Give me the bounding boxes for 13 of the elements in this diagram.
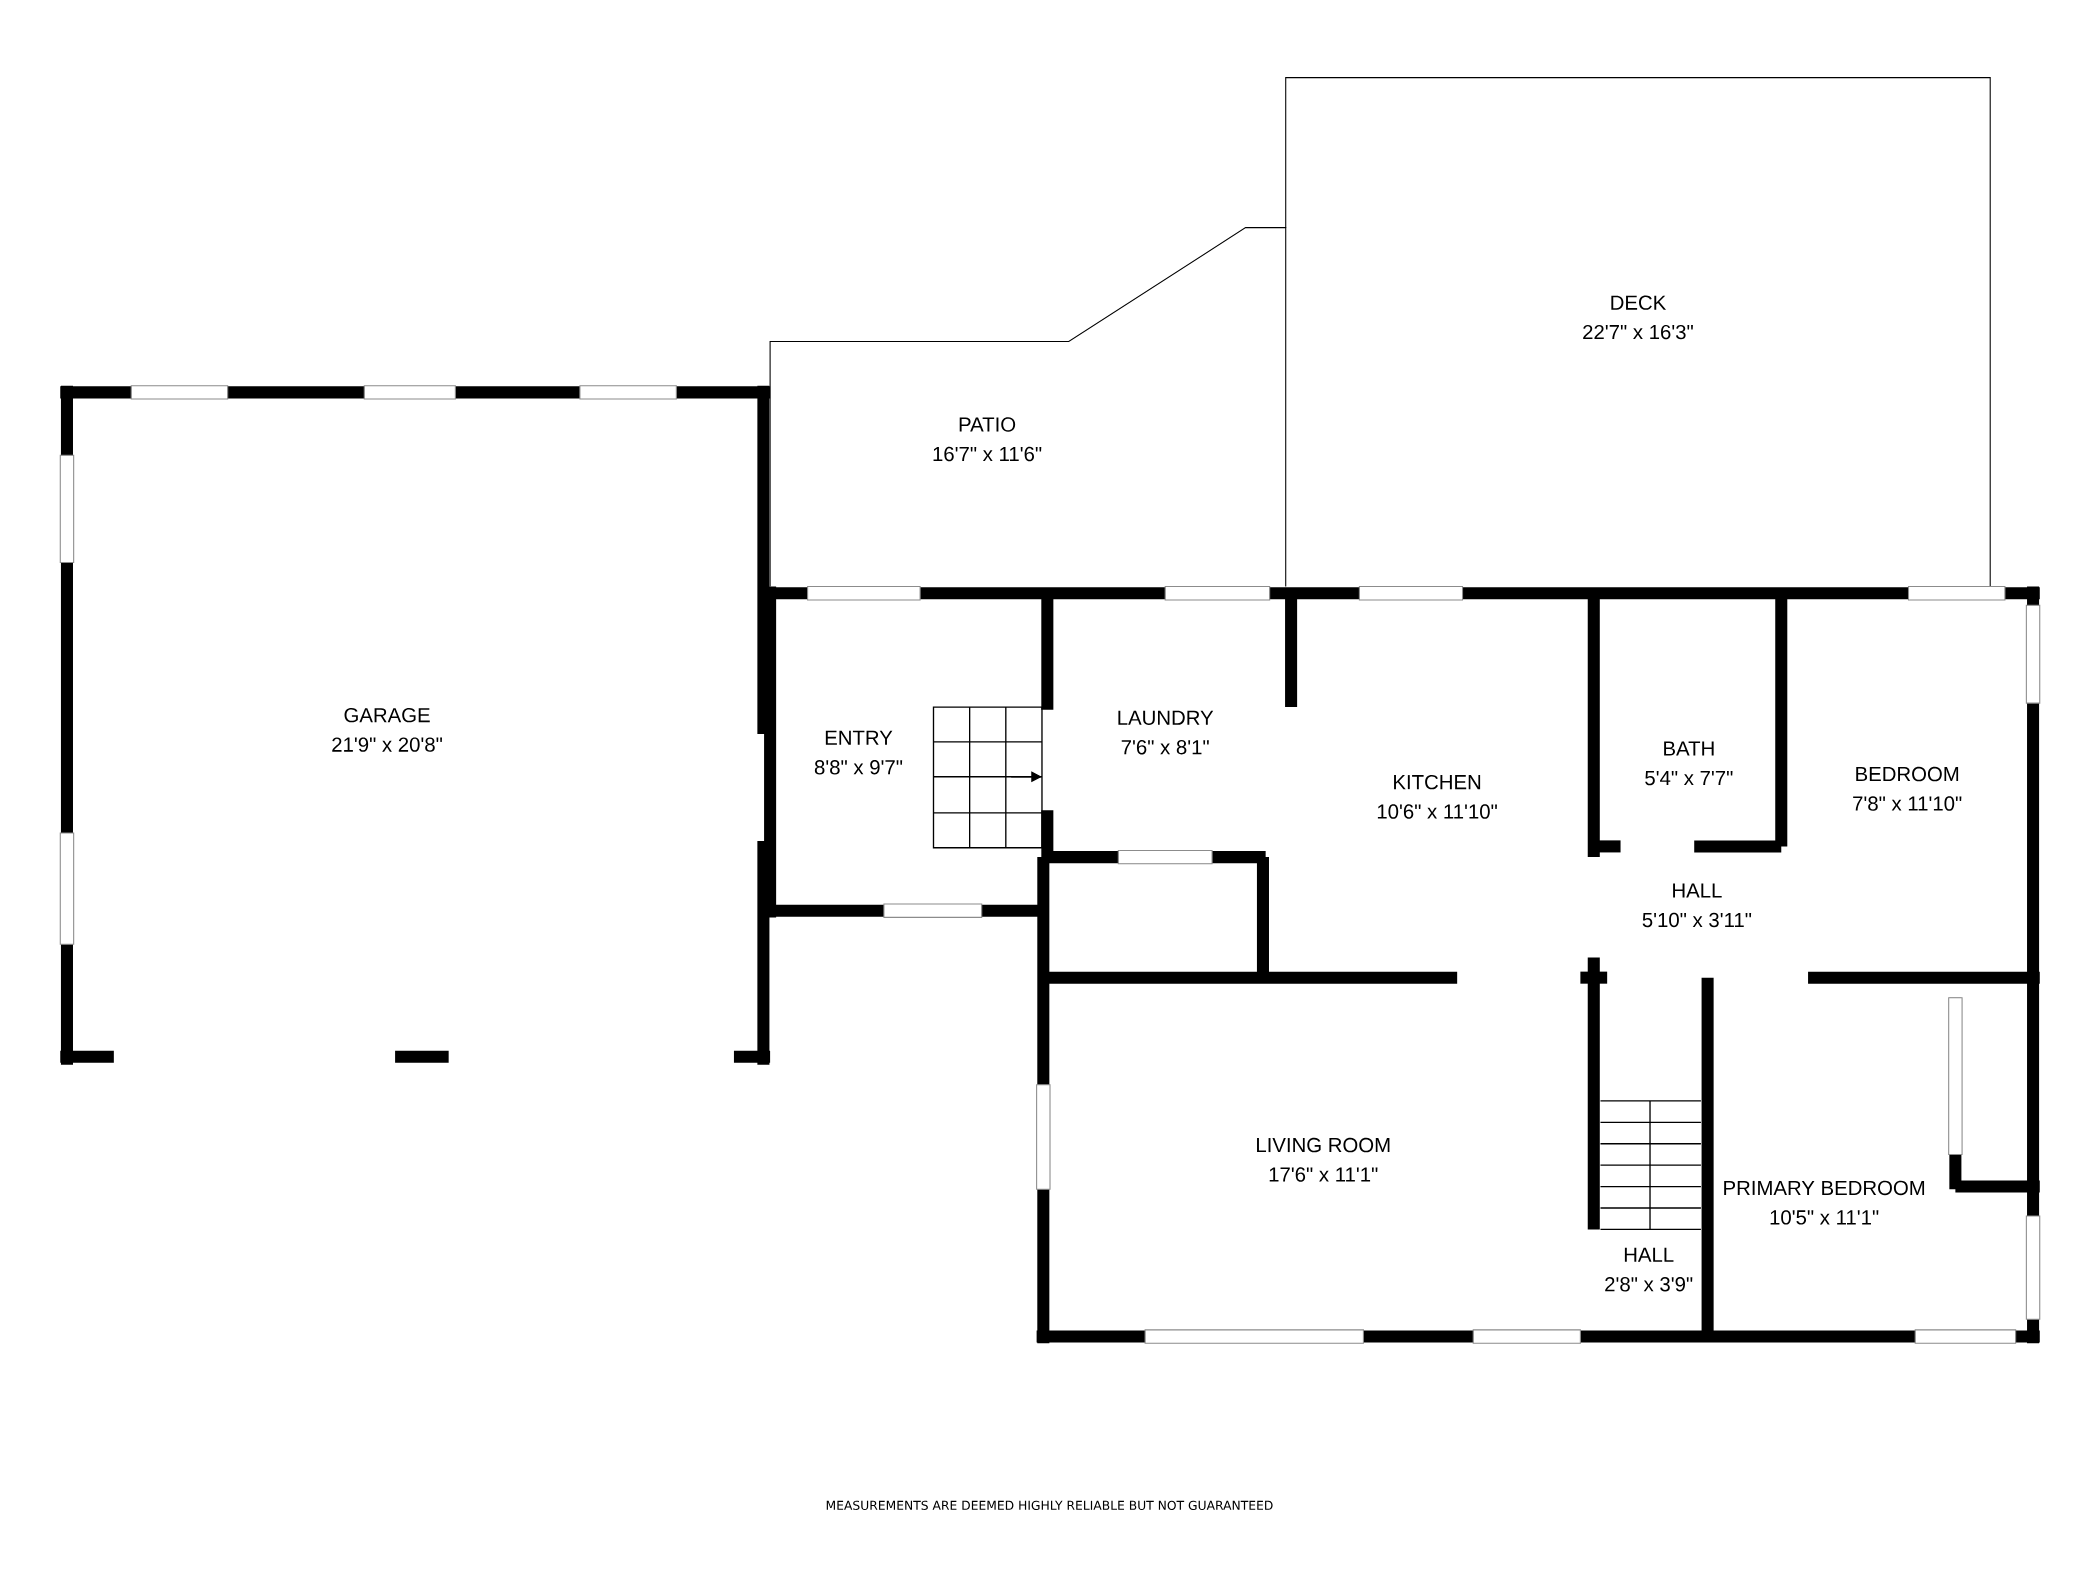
room-label: HALL 2'8" x 3'9" [1605,1247,1693,1292]
room-label: PATIO 16'7" x 11'6" [933,417,1042,462]
room-label: HALL 5'10" x 3'11" [1642,883,1752,928]
room-label: DECK 22'7" x 16'3" [1583,295,1693,340]
room-label: ENTRY 8'8" x 9'7" [814,730,903,775]
room-label: KITCHEN 10'6" x 11'10" [1377,774,1497,819]
room-label: BATH 5'4" x 7'7" [1645,741,1733,786]
room-label: PRIMARY BEDROOM 10'5" x 11'1" [1724,1180,1925,1225]
disclaimer-note: MEASUREMENTS ARE DEEMED HIGHLY RELIABLE BUT NOT GUARANTEED [826,1500,1273,1510]
room-label: LIVING ROOM 17'6" x 11'1" [1257,1137,1390,1182]
room-label: GARAGE 21'9" x 20'8" [332,707,442,752]
room-label: BEDROOM 7'8" x 11'10" [1853,766,1962,811]
room-label: LAUNDRY 7'6" x 8'1" [1118,710,1214,755]
